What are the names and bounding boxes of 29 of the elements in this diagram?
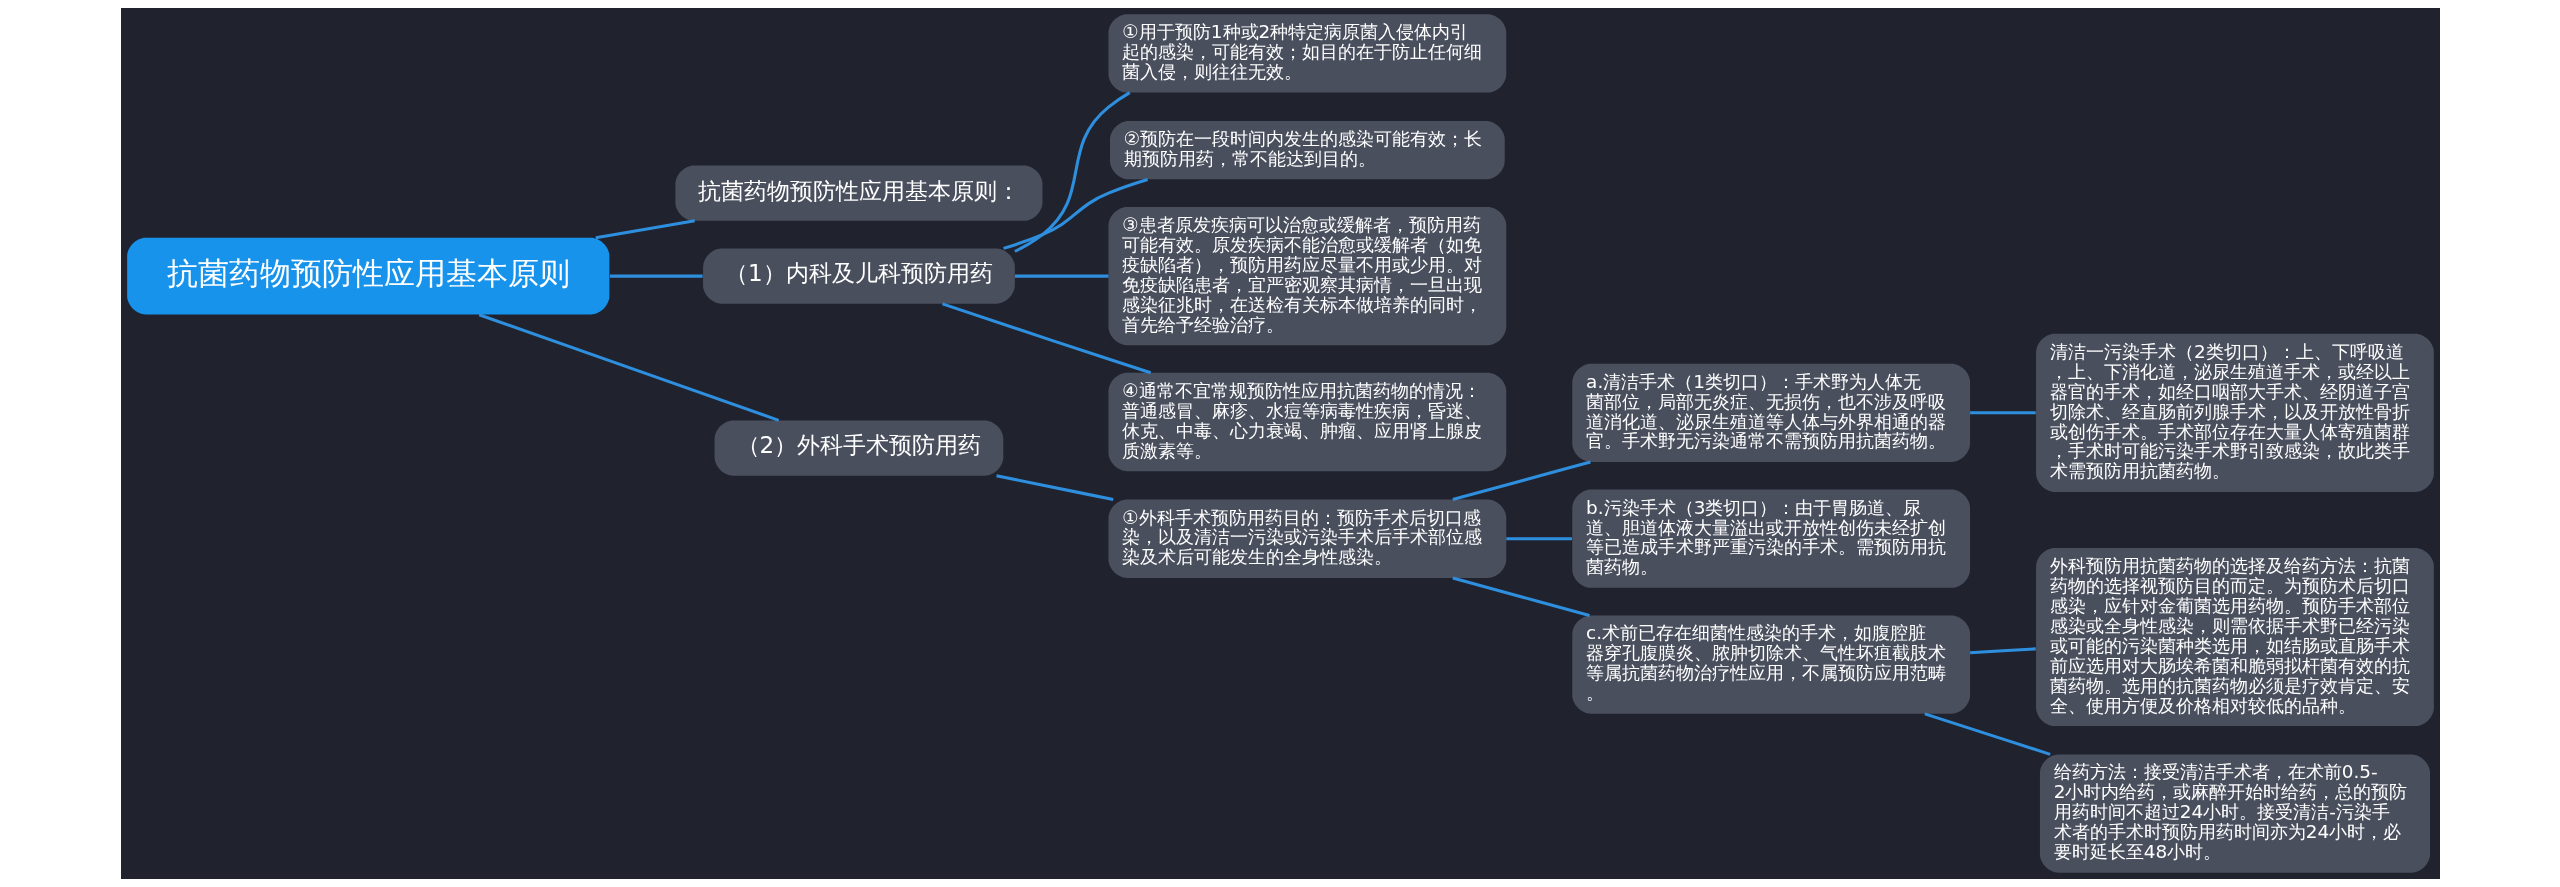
node-box: ②预防在一段时间内发生的感染可能有效；长期预防用药，常不能达到目的。 bbox=[1109, 121, 1505, 180]
connector bbox=[1002, 178, 1148, 250]
node-box: 外科预防用抗菌药物的选择及给药方法：抗菌药物的选择视预防目的而定。为预防术后切口感染，应针对金葡菌选用药物。预防手术部位感染或全身性感染，则需依据手术野已经污染或可能的污染菌种类选用，如结肠或直肠手术前应选用对大肠埃希菌和脆弱拟杆菌有效的抗菌药物。选用的抗菌药物必须是疗效肯定、安全、使用方便及价格相对较低的品种。 bbox=[2035, 547, 2434, 727]
node-box: ①用于预防1种或2种特定病原菌入侵体内引起的感染，可能有效；如目的在于防止任何细菌入侵，则往往无效。 bbox=[1108, 14, 1506, 93]
connector bbox=[1923, 712, 2051, 756]
node-box: （1）内科及儿科预防用药 bbox=[702, 248, 1015, 304]
node-box: c.术前已存在细菌性感染的手术，如腹腔脏器穿孔腹膜炎、脓肿切除术、气性坏疽截肢术等属抗菌药物治疗性应用，不属预防应用范畴。 bbox=[1571, 615, 1970, 714]
connector bbox=[1451, 460, 1591, 502]
connector bbox=[595, 219, 695, 240]
connector bbox=[941, 302, 1151, 375]
node-box: b.污染手术（3类切口）：由于胃肠道、尿道、胆道体液大量溢出或开放性创伤未经扩创等已造成手术野严重污染的手术。需预防用抗菌药物。 bbox=[1571, 489, 1970, 588]
node-box: 给药方法：接受清洁手术者，在术前0.5-2小时内给药，或麻醉开始时给药，总的预防用药时间不超过24小时。接受清洁-污染手术者的手术时预防用药时间亦为24小时，必要时延长至48小时。 bbox=[2039, 754, 2430, 873]
node-box: ①外科手术预防用药目的：预防手术后切口感染，以及清洁一污染或污染手术后手术部位感染及术后可能发生的全身性感染。 bbox=[1108, 499, 1506, 578]
node-box: （2）外科手术预防用药 bbox=[714, 420, 1003, 476]
connector bbox=[1014, 274, 1108, 278]
node-box: 清洁一污染手术（2类切口）：上、下呼吸道，上、下消化道，泌尿生殖道手术，或经以上器官的手术，如经口咽部大手术、经阴道子宫切除术、经直肠前列腺手术，以及开放性骨折或创伤手术。手术部位存在大量人体寄殖菌群，手术时可能污染手术野引致感染，故此类手术需预防用抗菌药物。 bbox=[2035, 333, 2434, 492]
connector bbox=[478, 313, 779, 422]
connector bbox=[1013, 91, 1130, 253]
node-box: ④通常不宜常规预防性应用抗菌药物的情况：普通感冒、麻疹、水痘等病毒性疾病，昏迷、休克、中毒、心力衰竭、肿瘤、应用肾上腺皮质激素等。 bbox=[1108, 372, 1506, 472]
connector bbox=[1969, 411, 2036, 415]
node-box: 抗菌药物预防性应用基本原则： bbox=[674, 165, 1042, 221]
connector bbox=[609, 274, 703, 278]
connector bbox=[1451, 576, 1590, 617]
node-box: a.清洁手术（1类切口）：手术野为人体无菌部位，局部无炎症、无损伤，也不涉及呼吸道消化道、泌尿生殖道等人体与外界相通的器官。手术野无污染通常不需预防用抗菌药物。 bbox=[1571, 363, 1970, 462]
node-box: ③患者原发疾病可以治愈或缓解者，预防用药可能有效。原发疾病不能治愈或缓解者（如免疫缺陷者），预防用药应尽量不用或少用。对免疫缺陷患者，宜严密观察其病情，一旦出现感染征兆时，在送检有关标本做培养的同时，首先给予经验治疗。 bbox=[1108, 207, 1506, 346]
connector bbox=[1505, 537, 1572, 541]
node-box: 抗菌药物预防性应用基本原则 bbox=[126, 237, 609, 315]
connector bbox=[1969, 647, 2036, 655]
connector bbox=[995, 474, 1114, 502]
